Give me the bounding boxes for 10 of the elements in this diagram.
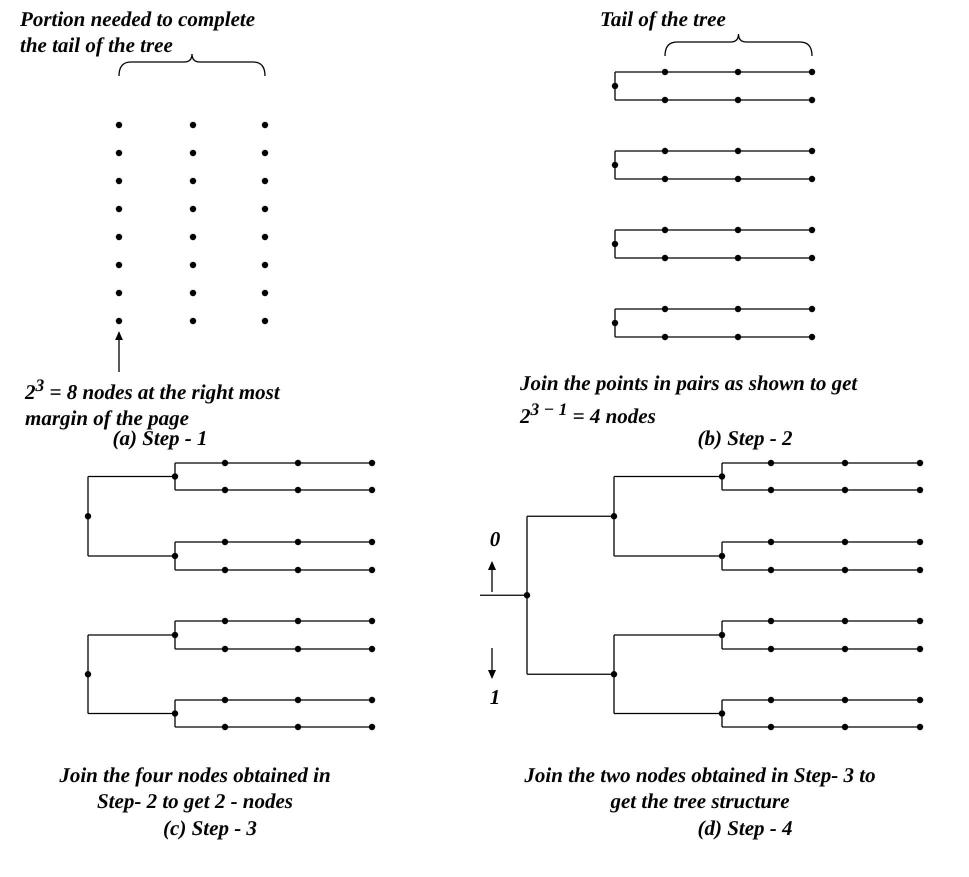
step-label: (d) Step - 4	[696, 815, 794, 841]
heading-text: Tail of the tree	[600, 6, 727, 32]
dot	[116, 318, 122, 324]
step-label: (c) Step - 3	[162, 815, 258, 841]
leader-line	[115, 331, 123, 372]
caption-text: Join the two nodes obtained in Step- 3 to get the tree structure	[523, 762, 877, 814]
branch-label: 0	[488, 526, 502, 552]
branch-label: 1	[488, 684, 502, 710]
caption-text: Join the four nodes obtained in Step- 2 to get 2 - nodes	[58, 762, 332, 814]
heading-text: Portion needed to complete the tail of the tree	[20, 6, 256, 58]
